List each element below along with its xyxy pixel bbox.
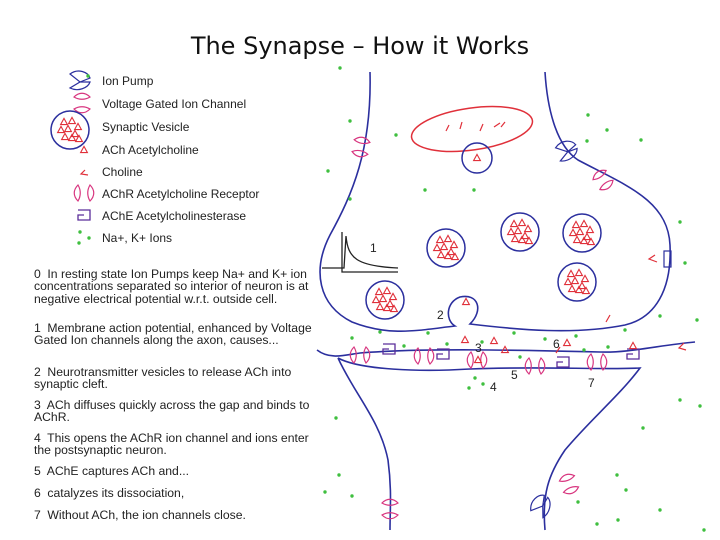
- choline-icon: [79, 169, 89, 176]
- diagram-label-7: 7: [588, 376, 595, 390]
- synaptic-vesicle: [557, 262, 597, 302]
- step-text: AChE captures ACh and...: [46, 464, 189, 478]
- ion-pump-icon: [527, 491, 555, 520]
- legend-label-ach: ACh Acetylcholine: [102, 143, 199, 157]
- voltage-gated-channel-icon: [73, 92, 91, 114]
- page-title: The Synapse – How it Works: [190, 32, 530, 60]
- synaptic-vesicle-icon: [50, 110, 90, 150]
- step-number: 0: [34, 267, 41, 281]
- step-7: 7 Without ACh, the ion channels close.: [34, 508, 324, 522]
- step-number: 1: [34, 321, 41, 335]
- step-text: Membrane action potential, enhanced by V…: [34, 321, 312, 348]
- step-4: 4 This opens the AChR ion channel and io…: [34, 432, 324, 457]
- choline-organelle: [410, 105, 534, 153]
- achr-receptor-icon: [524, 357, 546, 375]
- step-number: 6: [34, 486, 41, 500]
- ache-enzyme-icon: [556, 356, 570, 368]
- diagram-label-6: 6: [553, 337, 560, 351]
- achr-receptor-icon: [663, 250, 672, 268]
- postsynaptic-membrane-lower: [337, 357, 642, 531]
- legend-label-ion-pump: Ion Pump: [102, 74, 154, 88]
- step-text: catalyzes its dissociation,: [47, 486, 185, 500]
- step-0: 0 In resting state Ion Pumps keep Na+ an…: [34, 268, 324, 305]
- choline-in-cleft: [555, 314, 687, 354]
- legend-label-ions: Na+, K+ Ions: [102, 231, 173, 245]
- ache-enzyme-icon: [382, 343, 396, 355]
- ions-dots-icon: [86, 74, 90, 78]
- achr-receptor-icon: [586, 353, 608, 371]
- ache-enzyme-icon: [77, 209, 91, 221]
- step-number: 2: [34, 365, 41, 379]
- step-number: 4: [34, 431, 41, 445]
- diagram-label-1: 1: [370, 241, 377, 255]
- legend-label-ache: AChE Acetylcholinesterase: [102, 209, 247, 223]
- legend-label-achr: AChR Acetylcholine Receptor: [102, 187, 260, 201]
- choline-icon: [647, 254, 658, 263]
- step-text: Without ACh, the ion channels close.: [47, 508, 246, 522]
- diagram-label-5: 5: [511, 368, 518, 382]
- ion-pump-icon: [69, 70, 91, 91]
- achr-receptor-icon: [73, 184, 95, 202]
- ions-dots-icon: [77, 230, 91, 245]
- diagram-label-3: 3: [475, 341, 482, 355]
- synaptic-vesicle: [500, 212, 540, 252]
- synaptic-vesicle: [562, 213, 602, 253]
- step-text: ACh diffuses quickly across the gap and …: [34, 398, 310, 425]
- step-number: 5: [34, 464, 41, 478]
- step-3: 3 ACh diffuses quickly across the gap an…: [34, 399, 324, 424]
- step-text: In resting state Ion Pumps keep Na+ and …: [34, 267, 309, 306]
- released-ach: [462, 297, 470, 306]
- synaptic-vesicle: [365, 280, 405, 320]
- achr-receptor-icon: [349, 346, 371, 364]
- diagram-label-4: 4: [490, 380, 497, 394]
- legend-label-voltage-gated-channel: Voltage Gated Ion Channel: [102, 97, 247, 111]
- presynaptic-membrane: [319, 71, 671, 332]
- ach-triangle-icon: [80, 145, 88, 154]
- action-potential-inset: [322, 232, 399, 273]
- step-text: This opens the AChR ion channel and ions…: [34, 431, 309, 458]
- legend-label-synaptic-vesicle: Synaptic Vesicle: [102, 120, 190, 134]
- diagram-label-2: 2: [437, 308, 444, 322]
- synaptic-vesicle: [426, 228, 466, 268]
- voltage-gated-channel-icon: [590, 166, 616, 194]
- step-number: 7: [34, 508, 41, 522]
- postsynaptic-membrane-left: [337, 357, 392, 531]
- step-5: 5 AChE captures ACh and...: [34, 464, 324, 478]
- step-text: Neurotransmitter vesicles to release ACh…: [34, 365, 292, 392]
- synaptic-vesicle: [461, 142, 493, 174]
- step-6: 6 catalyzes its dissociation,: [34, 486, 324, 500]
- voltage-gated-channel-icon: [557, 471, 581, 497]
- legend-label-choline: Choline: [102, 165, 143, 179]
- step-1: 1 Membrane action potential, enhanced by…: [34, 322, 324, 347]
- voltage-gated-channel-icon: [350, 135, 372, 159]
- step-2: 2 Neurotransmitter vesicles to release A…: [34, 366, 324, 391]
- step-number: 3: [34, 398, 41, 412]
